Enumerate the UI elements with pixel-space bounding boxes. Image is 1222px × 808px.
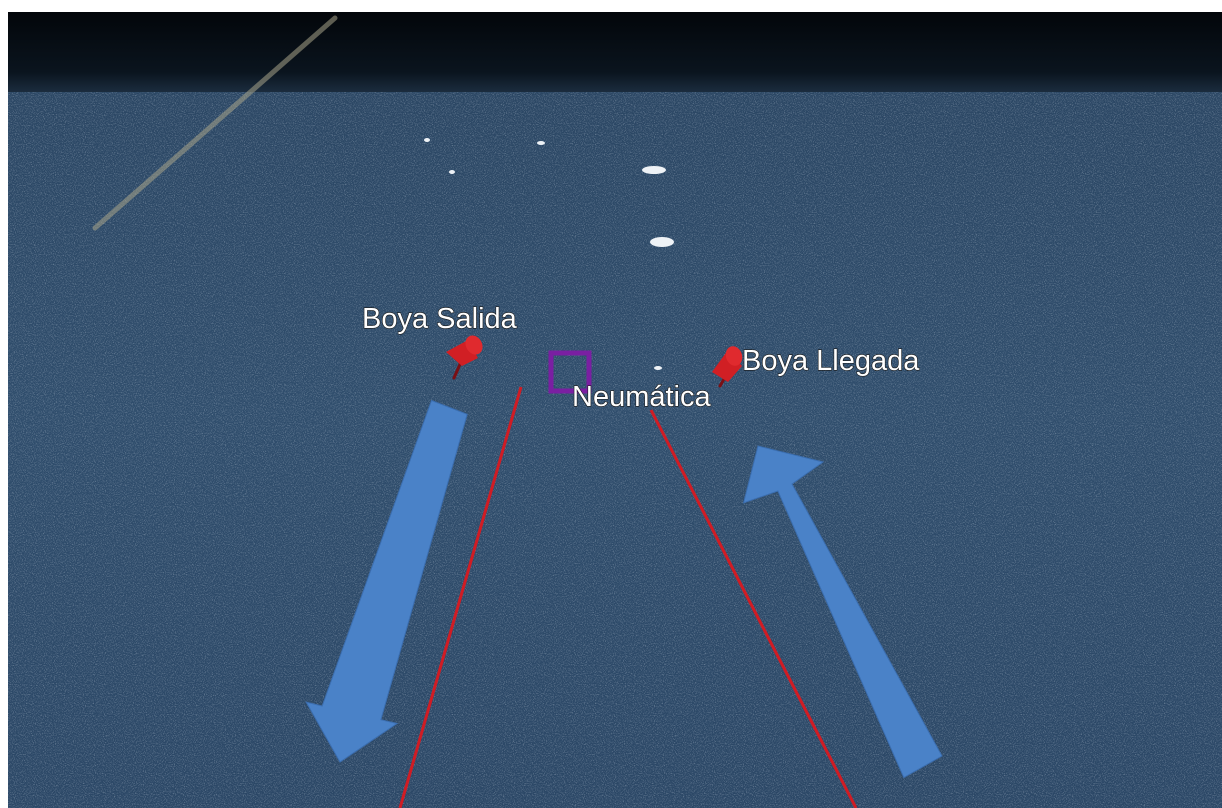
dinghy-label: Neumática — [572, 381, 711, 413]
start-buoy-pushpin-icon[interactable] — [446, 332, 486, 380]
boats — [424, 138, 674, 370]
outbound-arrow — [305, 399, 468, 763]
start-buoy-label: Boya Salida — [362, 303, 518, 335]
return-arrow — [742, 445, 943, 779]
right-course-line — [649, 409, 858, 808]
dinghy-square-marker-icon[interactable] — [548, 350, 592, 394]
finish-buoy-pushpin-icon[interactable] — [712, 344, 745, 388]
wake-trail — [92, 15, 338, 231]
left-course-line — [398, 386, 523, 808]
finish-buoy-label: Boya Llegada — [742, 345, 920, 377]
horizon-band — [8, 12, 1222, 92]
